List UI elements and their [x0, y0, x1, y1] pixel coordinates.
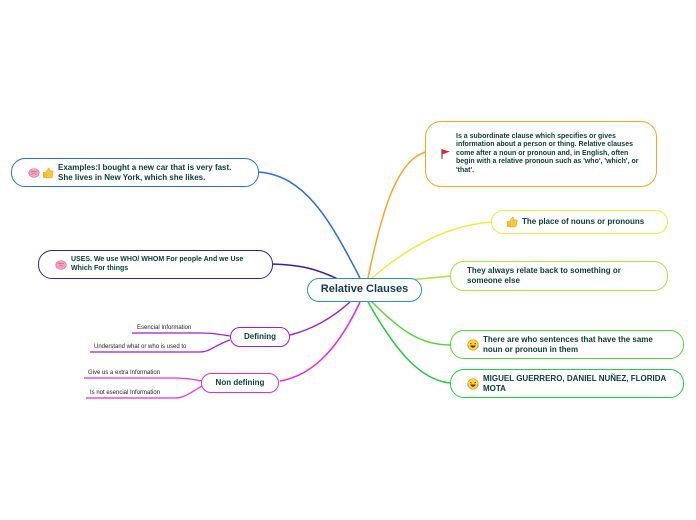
leaf-defining-1[interactable]: Esencial Information [137, 325, 192, 331]
node-defining-text: Defining [244, 332, 276, 342]
link-non-defining [279, 301, 361, 382]
link-place [371, 221, 493, 279]
link-uses [271, 263, 341, 281]
node-authors[interactable]: MIGUEL GUERRERO, DANIEL NUÑEZ, FLORIDA M… [450, 369, 684, 398]
node-definition-text: Is a subordinate clause which specifies … [456, 133, 639, 174]
node-relate-text: They always relate back to something or … [467, 266, 621, 285]
laughing-face-icon [467, 377, 479, 390]
flag-icon [441, 149, 450, 159]
laughing-face-icon [467, 338, 479, 351]
node-definition[interactable]: Is a subordinate clause which specifies … [425, 121, 657, 187]
link-examples [257, 171, 361, 279]
link-definition [367, 151, 427, 279]
node-examples[interactable]: Examples:I bought a new car that is very… [11, 158, 259, 187]
leaf-non-defining-1[interactable]: Give us a extra Information [88, 370, 161, 376]
thumbs-up-icon [43, 167, 54, 178]
central-topic-label: Relative Clauses [320, 283, 409, 296]
node-place-text: The place of nouns or pronouns [522, 217, 645, 227]
node-examples-text: Examples:I bought a new car that is very… [58, 162, 232, 182]
node-same-noun[interactable]: There are who sentences that have the sa… [450, 330, 684, 359]
node-uses-text: USES. We use WHO/ WHOM For people And we… [71, 256, 244, 272]
leaf-defining-2[interactable]: Understand what or who is used to [94, 344, 187, 350]
node-authors-text: MIGUEL GUERRERO, DANIEL NUÑEZ, FLORIDA M… [483, 373, 666, 393]
node-place[interactable]: The place of nouns or pronouns [491, 210, 668, 234]
brain-icon [28, 167, 40, 178]
link-non-defining-leaf-2 [86, 385, 203, 399]
node-uses[interactable]: USES. We use WHO/ WHOM For people And we… [38, 250, 273, 279]
node-same-noun-text: There are who sentences that have the sa… [483, 334, 653, 354]
link-same-noun [371, 301, 451, 346]
node-relate[interactable]: They always relate back to something or … [450, 261, 668, 291]
link-defining-leaf-1 [132, 332, 231, 337]
brain-icon [55, 259, 67, 270]
node-non-defining[interactable]: Non defining [201, 373, 279, 393]
node-defining[interactable]: Defining [230, 327, 290, 347]
link-non-defining-leaf-1 [84, 377, 203, 382]
link-authors [367, 301, 451, 384]
thumbs-up-icon [507, 216, 518, 228]
node-non-defining-text: Non defining [215, 378, 265, 388]
link-defining-leaf-2 [90, 339, 231, 353]
leaf-non-defining-2[interactable]: Is not esencial Information [90, 390, 161, 396]
central-topic[interactable]: Relative Clauses [307, 278, 422, 302]
link-defining [289, 301, 351, 336]
